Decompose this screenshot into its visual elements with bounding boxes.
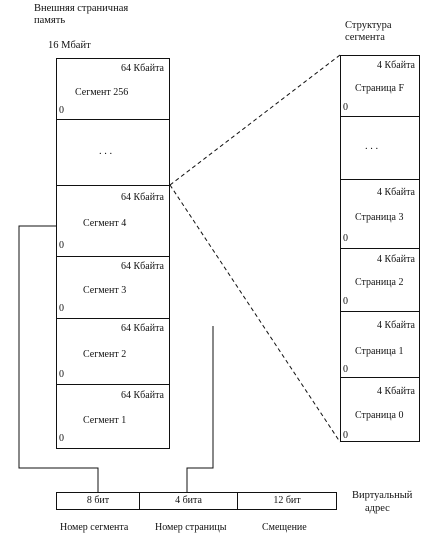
- page-size-label: 4 Кбайта: [377, 187, 415, 198]
- segment-structure-title-line2: сегмента: [345, 32, 385, 43]
- segment-block-ellipsis: . . .: [56, 119, 170, 186]
- page-name-label: Страница 1: [355, 346, 404, 357]
- virtual-address-title-line1: Виртуальный: [352, 490, 413, 501]
- page-size-label: 4 Кбайта: [377, 254, 415, 265]
- page-name-label: Страница 0: [355, 410, 404, 421]
- page-block-0: 4 Кбайта Страница 0 0: [340, 377, 420, 442]
- page-name-label: Страница F: [355, 83, 405, 94]
- segment-size-label: 64 Кбайта: [121, 261, 164, 272]
- total-size-label: 16 Мбайт: [48, 40, 91, 51]
- page-block-2: 4 Кбайта Страница 2 0: [340, 248, 420, 312]
- segment-block-2: 64 Кбайта Сегмент 2 0: [56, 318, 170, 385]
- address-field-offset-bits: 12 бит: [237, 492, 337, 510]
- segment-name-label: Сегмент 3: [83, 285, 127, 296]
- address-field-offset-label: Смещение: [262, 522, 307, 533]
- page-block-3: 4 Кбайта Страница 3 0: [340, 179, 420, 249]
- segment-block-256: 64 Кбайта Сегмент 256 0: [56, 58, 170, 120]
- segment-size-label: 64 Кбайта: [121, 323, 164, 334]
- page-block-1: 4 Кбайта Страница 1 0: [340, 311, 420, 378]
- segment-zero-label: 0: [59, 433, 64, 444]
- page-size-label: 4 Кбайта: [377, 386, 415, 397]
- page-name-label: Страница 3: [355, 212, 404, 223]
- page-ellipsis: . . .: [365, 141, 379, 152]
- segment-name-label: Сегмент 4: [83, 218, 127, 229]
- segment-zero-label: 0: [59, 303, 64, 314]
- virtual-address-title-line2: адрес: [365, 503, 390, 514]
- segment-size-label: 64 Кбайта: [121, 390, 164, 401]
- external-memory-title-line2: память: [34, 15, 66, 26]
- expansion-dashed-top: [169, 54, 341, 186]
- segment-zero-label: 0: [59, 105, 64, 116]
- page-zero-label: 0: [343, 430, 348, 441]
- page-size-label: 4 Кбайта: [377, 320, 415, 331]
- address-field-page-bits: 4 бита: [139, 492, 238, 510]
- page-zero-label: 0: [343, 102, 348, 113]
- page-size-label: 4 Кбайта: [377, 60, 415, 71]
- page-zero-label: 0: [343, 364, 348, 375]
- segment-block-3: 64 Кбайта Сегмент 3 0: [56, 256, 170, 319]
- segment-block-4: 64 Кбайта Сегмент 4 0: [56, 185, 170, 257]
- segment-size-label: 64 Кбайта: [121, 63, 164, 74]
- page-name-label: Страница 2: [355, 277, 404, 288]
- segment-name-label: Сегмент 256: [75, 87, 129, 98]
- segment-zero-label: 0: [59, 240, 64, 251]
- segment-structure-title-line1: Структура: [345, 20, 392, 31]
- segment-size-label: 64 Кбайта: [121, 192, 164, 203]
- segment-block-1: 64 Кбайта Сегмент 1 0: [56, 384, 170, 449]
- page-number-connector: [186, 326, 214, 492]
- segment-name-label: Сегмент 2: [83, 349, 127, 360]
- address-field-page-label: Номер страницы: [155, 522, 227, 533]
- external-memory-title-line1: Внешняя страничная: [34, 3, 129, 14]
- page-block-ellipsis: . . .: [340, 116, 420, 180]
- segment-name-label: Сегмент 1: [83, 415, 127, 426]
- segment-zero-label: 0: [59, 369, 64, 380]
- page-block-f: 4 Кбайта Страница F 0: [340, 55, 420, 117]
- page-zero-label: 0: [343, 233, 348, 244]
- address-field-segment-bits: 8 бит: [56, 492, 140, 510]
- address-field-segment-label: Номер сегмента: [60, 522, 129, 533]
- segment-ellipsis: . . .: [99, 146, 113, 157]
- page-zero-label: 0: [343, 296, 348, 307]
- expansion-dashed-bottom: [169, 184, 341, 443]
